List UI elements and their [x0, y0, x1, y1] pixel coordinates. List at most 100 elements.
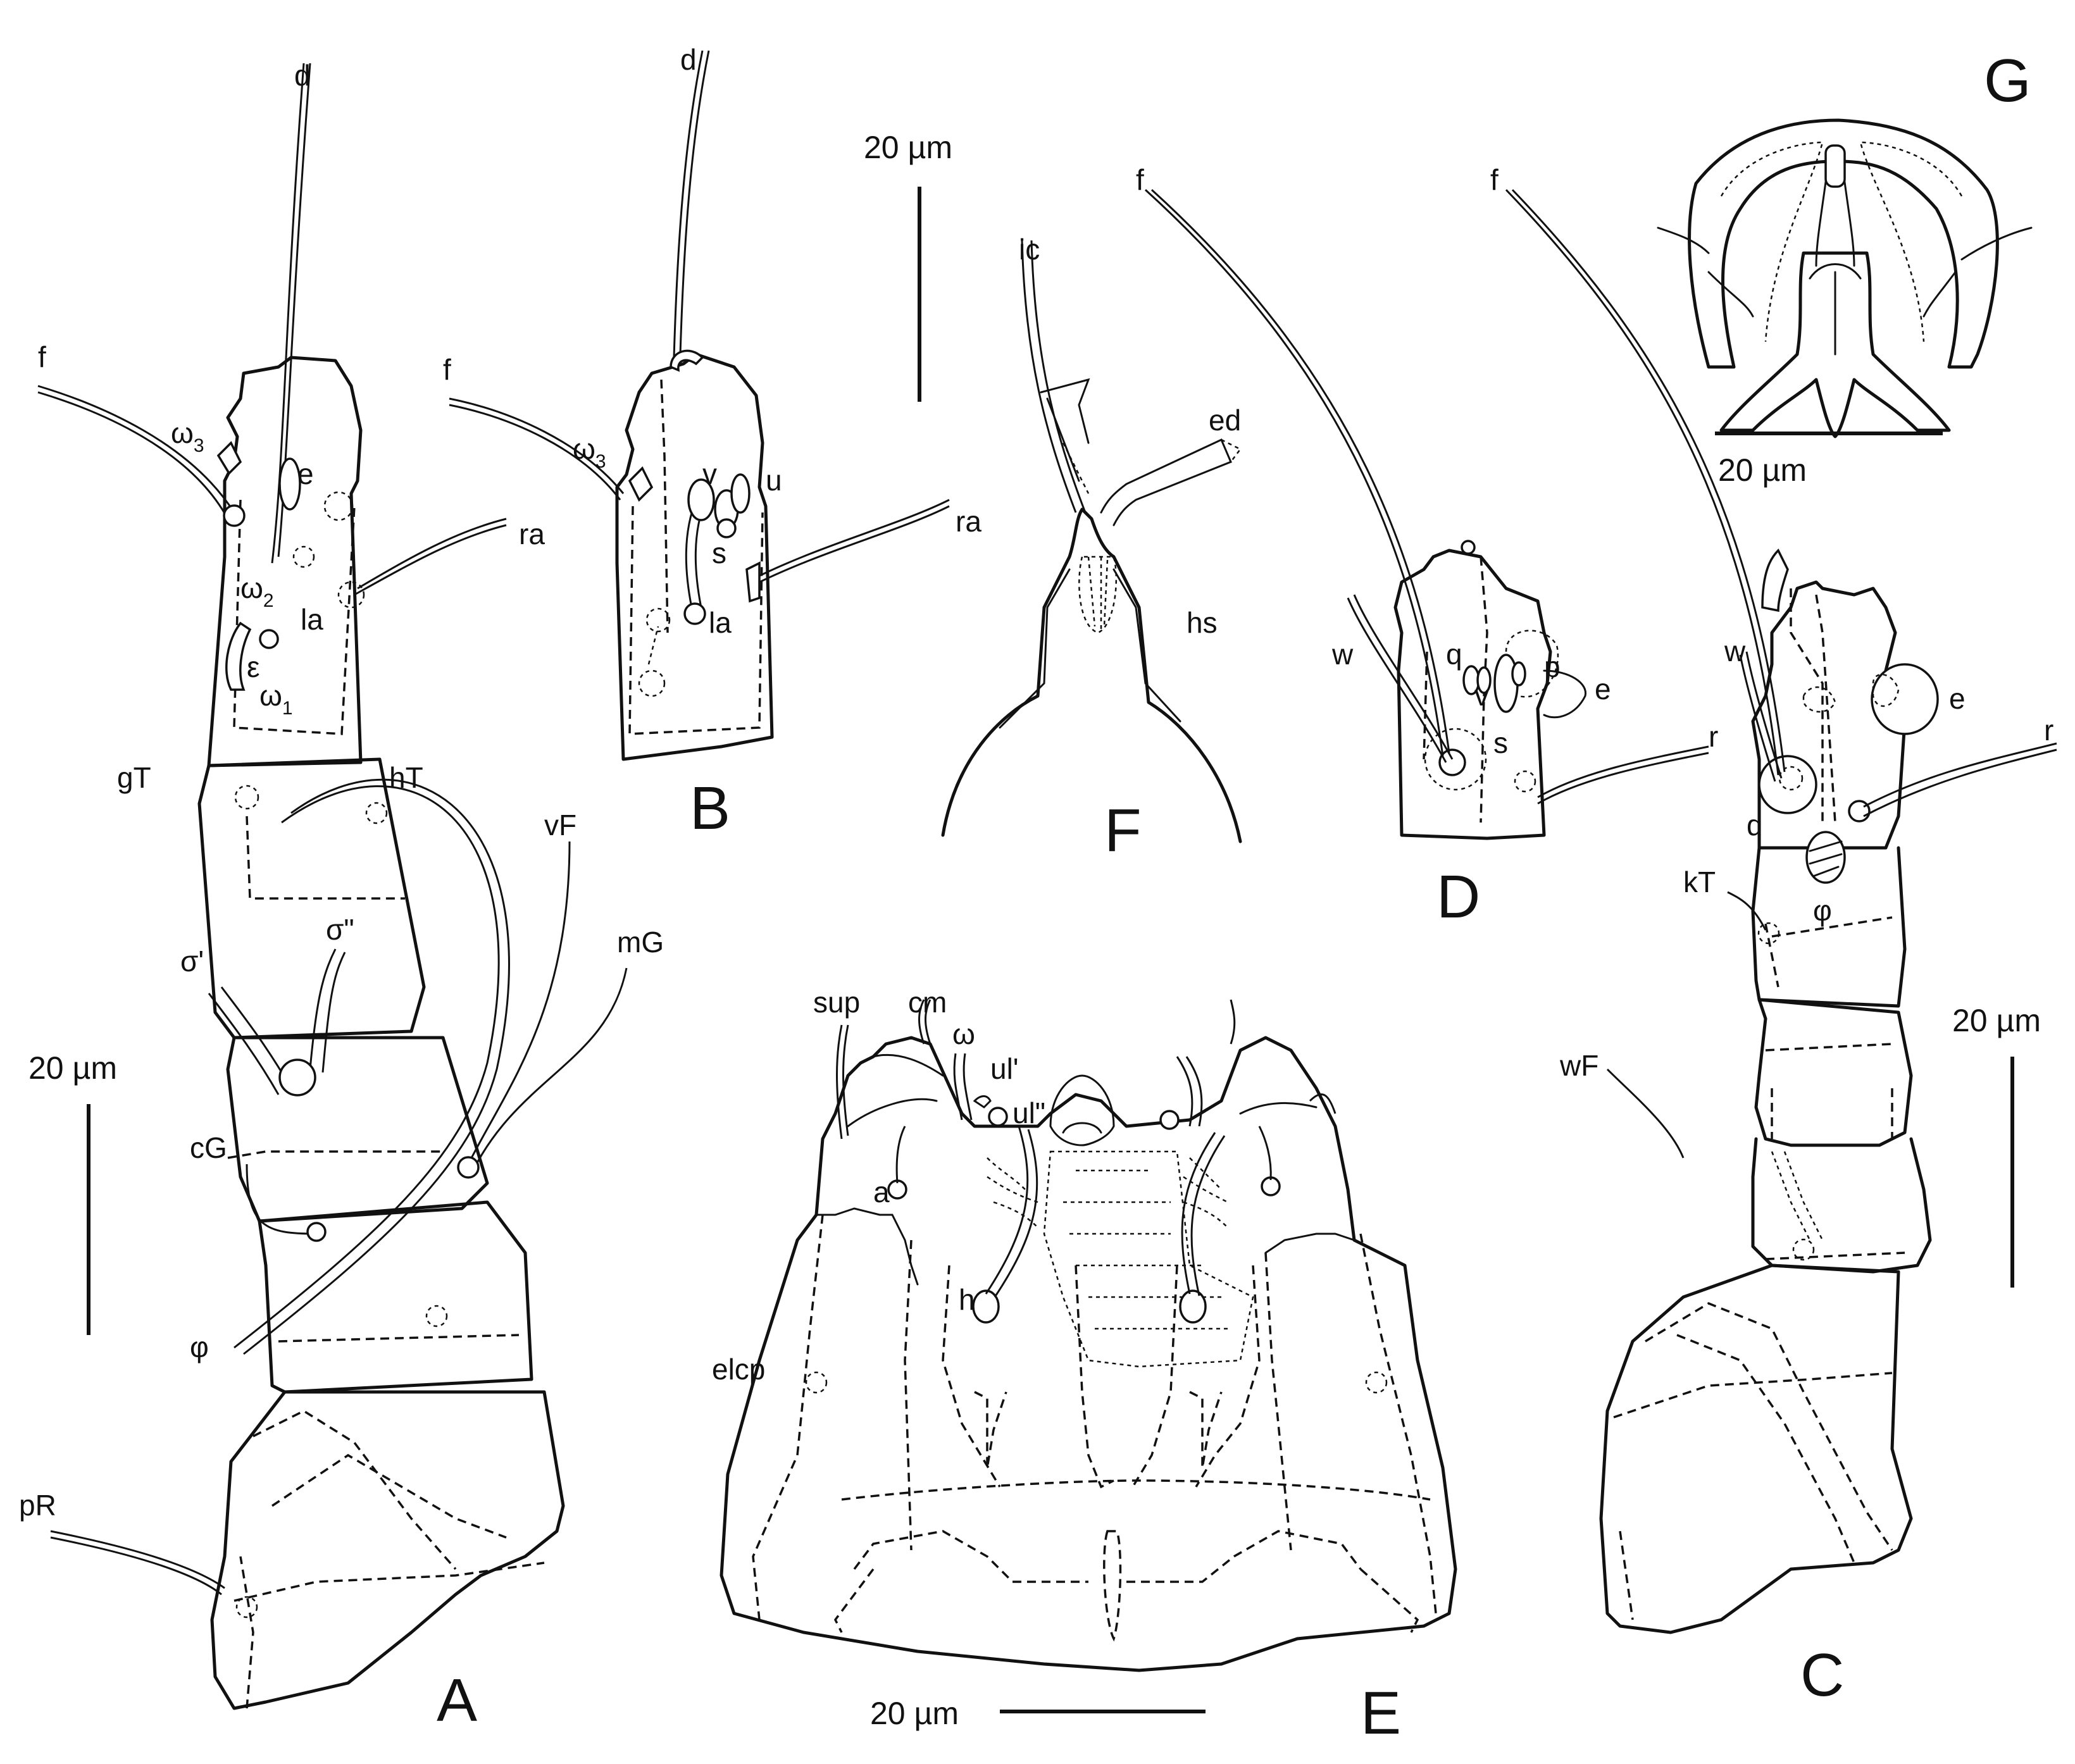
seta-wf: [1606, 1068, 1685, 1158]
label-b-v: v: [702, 457, 717, 490]
label-c-phi: φ: [1813, 894, 1832, 927]
seta-ul2-socket: [988, 1107, 1008, 1127]
label-a-gt: gT: [117, 761, 151, 794]
label-f-hs: hs: [1187, 606, 1218, 639]
label-d-v: v: [1474, 679, 1489, 712]
solenidion-omega1: [225, 621, 252, 691]
seta-f: [1505, 189, 1779, 776]
stippled-area: [1043, 1150, 1254, 1368]
panel-letter-e: E: [1361, 1679, 1401, 1747]
label-c-r: r: [2044, 714, 2053, 747]
solenidion-phi: [234, 785, 500, 1349]
panel-letter-a: A: [437, 1667, 477, 1734]
duct-ic: [1021, 240, 1077, 513]
label-a-phi: φ: [190, 1331, 209, 1363]
panel-letter-d: D: [1436, 863, 1480, 931]
label-d-p: p: [1544, 650, 1561, 683]
panel-a-leg: d f ω3 e ra ω2 la ε ω1 gT hT vF σ" σ' mG…: [19, 59, 664, 1734]
scale-label-e: 20 µm: [870, 1696, 959, 1731]
label-a-omega2: ω2: [240, 571, 274, 611]
label-a-e: e: [297, 457, 314, 490]
label-a-pr: pR: [19, 1489, 56, 1522]
label-c-f: f: [1490, 163, 1499, 196]
label-b-omega3: ω3: [573, 432, 606, 472]
tarsal-claw: [1761, 549, 1789, 612]
label-e-ul1: ul': [990, 1052, 1019, 1085]
seta-socket: [457, 1156, 480, 1179]
seta-sup: [836, 1024, 843, 1140]
label-c-w: w: [1724, 635, 1746, 668]
panel-letter-g: G: [1984, 47, 2031, 115]
scale-label-g: 20 µm: [1718, 452, 1807, 488]
label-c-kt: kT: [1683, 866, 1716, 898]
seta-r: [1863, 742, 2057, 808]
label-a-f: f: [38, 340, 46, 373]
label-b-la: la: [709, 606, 732, 639]
seta-f: [1144, 189, 1444, 757]
solenidion-e: [1871, 663, 1939, 735]
label-a-ht: hT: [389, 761, 423, 794]
label-a-sigma1: σ': [180, 945, 204, 978]
label-e-elcp: elcp: [712, 1353, 765, 1386]
seta-mg: [470, 967, 628, 1174]
label-a-omega1: ω1: [259, 679, 293, 719]
solenidion-omega: [953, 1053, 963, 1121]
panel-b-tarsus: d f ω3 v u s ra la B: [443, 43, 981, 842]
label-b-s: s: [712, 537, 726, 569]
label-d-f: f: [1136, 163, 1144, 196]
seta-pr: [50, 1530, 225, 1589]
label-a-mg: mG: [617, 926, 664, 959]
label-d-e: e: [1595, 673, 1611, 705]
scale-label-c: 20 µm: [1952, 1003, 2041, 1038]
panel-c-leg: f w e r d kT φ wF C 20 µm: [1490, 163, 2057, 1709]
label-f-ic: ic: [1019, 233, 1040, 266]
seta-cg: [246, 1164, 317, 1235]
seta-r: [1537, 745, 1709, 798]
solenidion-omega2: [259, 629, 279, 649]
label-c-d: d: [1747, 809, 1763, 842]
panel-letter-f: F: [1104, 797, 1142, 864]
seta-vf: [467, 841, 571, 1165]
label-e-omega: ω: [952, 1017, 975, 1050]
duct-ed: [1100, 438, 1232, 526]
label-a-epsilon: ε: [247, 650, 260, 683]
seta-f: [37, 385, 235, 513]
panel-d-tarsus-tip: f w q v p e s r D: [1136, 163, 1718, 931]
label-a-ra: ra: [519, 518, 545, 550]
panel-f-spermatheca: ic ed hs F: [941, 233, 1242, 864]
label-a-la: la: [301, 603, 323, 636]
label-b-u: u: [766, 464, 782, 497]
label-e-h: h: [959, 1283, 975, 1316]
seta-f: [449, 397, 625, 494]
label-d-q: q: [1446, 638, 1462, 671]
penis-tip: [1824, 144, 1846, 188]
panel-letter-c: C: [1800, 1641, 1844, 1709]
seta-a: [895, 1126, 906, 1184]
seta-a-socket: [887, 1179, 907, 1200]
label-e-a: a: [873, 1176, 890, 1208]
label-a-sigma2: σ": [326, 913, 354, 946]
label-e-ul2: ul": [1013, 1096, 1045, 1129]
seta-h-socket: [972, 1289, 1000, 1324]
label-e-sup: sup: [813, 986, 860, 1019]
seta-ra: [752, 499, 950, 580]
label-d-w: w: [1331, 638, 1354, 671]
solenidion-sigma2: [309, 948, 337, 1070]
panel-letter-b: B: [690, 774, 730, 842]
label-b-f: f: [443, 353, 451, 386]
label-f-ed: ed: [1209, 404, 1241, 437]
label-a-vf: vF: [544, 809, 576, 842]
label-c-e: e: [1949, 682, 1966, 715]
label-a-cg: cG: [190, 1131, 227, 1164]
seta-d: [679, 50, 710, 355]
label-c-wf: wF: [1559, 1049, 1598, 1082]
panel-g-genital: G 20 µm: [1657, 47, 2033, 488]
solenidion-omega3: [216, 441, 242, 475]
scale-label-center: 20 µm: [864, 130, 952, 165]
label-a-d: d: [294, 59, 311, 92]
label-d-s: s: [1493, 726, 1508, 759]
solenidion-u: [730, 473, 751, 514]
seta-ra: [357, 518, 507, 590]
scale-label-a: 20 µm: [28, 1050, 117, 1086]
